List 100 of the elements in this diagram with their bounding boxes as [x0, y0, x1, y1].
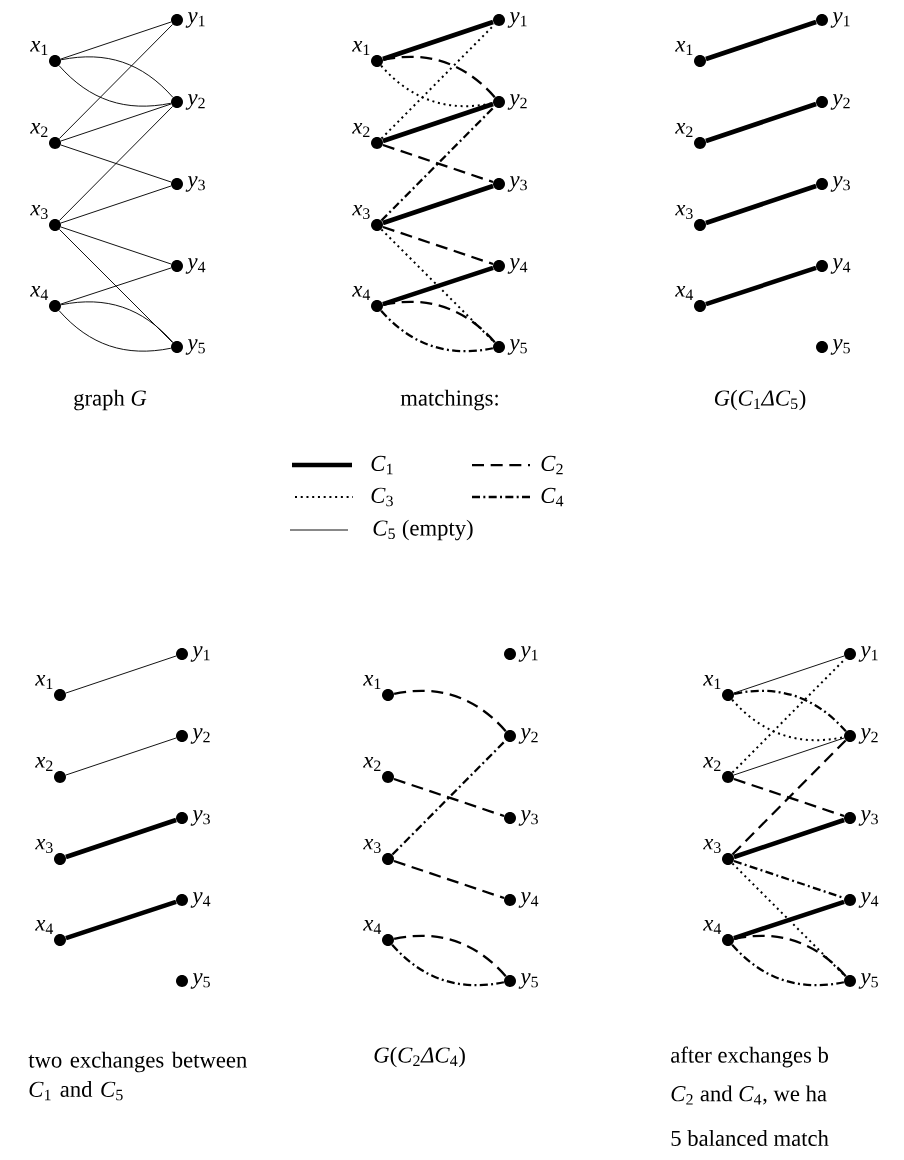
edge: [393, 777, 505, 818]
vertex: x$_{3}$: [30, 204, 61, 231]
node-label: y$_{3}$: [185, 176, 205, 192]
edge: [60, 267, 172, 305]
legend-label: C$_{1}$: [371, 455, 393, 475]
edge: [733, 859, 845, 900]
edge: [382, 300, 496, 344]
vertex: y$_{2}$: [176, 728, 210, 744]
vertex: y$_{4}$: [504, 892, 539, 908]
edge: [60, 185, 172, 224]
vertex: y$_{3}$: [176, 810, 210, 826]
edge: [731, 657, 847, 774]
node-label: y$_{2}$: [518, 728, 538, 744]
vertex: y$_{5}$: [176, 973, 210, 989]
caption: G(C$_{1}$ΔC$_{5}$): [714, 389, 806, 411]
vertex: y$_{5}$: [171, 339, 205, 355]
vertex: x$_{2}$: [352, 123, 383, 149]
vertex: y$_{5}$: [493, 339, 527, 355]
edge: [733, 777, 845, 818]
vertex: y$_{4}$: [171, 258, 206, 274]
node-label: y$_{3}$: [858, 810, 878, 826]
node-label: y$_{2}$: [858, 728, 878, 744]
node-label: y$_{5}$: [518, 973, 538, 989]
vertex: x$_{3}$: [703, 838, 734, 865]
caption: two exchanges between C$_{1}$ and C$_{5}$: [28, 1051, 247, 1101]
node-label: y$_{3}$: [830, 176, 850, 192]
node-label: x$_{1}$: [30, 41, 48, 55]
edge: [731, 739, 847, 856]
edge: [60, 21, 172, 60]
legend-label: C$_{3}$: [371, 487, 393, 507]
vertex: x$_{4}$: [352, 286, 383, 312]
node-label: x$_{3}$: [35, 838, 53, 853]
node-label: x$_{2}$: [35, 757, 53, 771]
edge: [705, 265, 817, 307]
node-label: x$_{3}$: [30, 204, 48, 219]
edge: [731, 943, 845, 987]
legend-label: C$_{4}$: [541, 487, 564, 507]
edge: [733, 899, 845, 941]
edge: [382, 19, 494, 62]
vertex: x$_{4}$: [675, 286, 706, 312]
vertex: x$_{1}$: [363, 675, 394, 701]
vertex: x$_{3}$: [352, 204, 383, 231]
node-label: y$_{5}$: [858, 973, 878, 989]
vertex: y$_{3}$: [171, 176, 205, 192]
edge: [731, 698, 845, 742]
node-label: y$_{2}$: [190, 728, 210, 744]
edge: [382, 101, 494, 144]
node-label: x$_{2}$: [675, 123, 693, 137]
node-label: y$_{1}$: [518, 646, 538, 662]
vertex: y$_{5}$: [504, 973, 538, 989]
edge: [60, 56, 174, 98]
node-label: x$_{3}$: [363, 838, 381, 853]
edge: [733, 934, 847, 978]
node-label: y$_{3}$: [507, 176, 527, 192]
node-label: y$_{1}$: [858, 646, 878, 662]
node-label: y$_{5}$: [190, 973, 210, 989]
vertex: x$_{4}$: [703, 920, 734, 946]
vertex: y$_{1}$: [176, 646, 210, 662]
vertex: y$_{2}$: [493, 94, 527, 110]
edge: [705, 19, 817, 62]
edge: [382, 225, 494, 266]
vertex: y$_{3}$: [844, 810, 878, 826]
vertex: y$_{2}$: [171, 94, 205, 110]
vertex: x$_{2}$: [363, 757, 394, 783]
edge: [58, 24, 174, 140]
edge: [733, 737, 845, 776]
vertex: y$_{2}$: [816, 94, 850, 110]
vertex: x$_{1}$: [703, 675, 734, 701]
edge: [58, 106, 174, 221]
vertex: y$_{4}$: [844, 892, 879, 908]
node-label: y$_{4}$: [185, 258, 206, 274]
vertex: x$_{1}$: [352, 41, 383, 67]
node-label: x$_{1}$: [35, 675, 53, 689]
node-label: y$_{1}$: [185, 12, 205, 28]
caption: graph G: [74, 389, 147, 411]
edge: [380, 23, 496, 140]
edge: [58, 310, 172, 352]
vertex: y$_{1}$: [493, 12, 527, 28]
vertex: y$_{2}$: [844, 728, 878, 744]
edge: [58, 65, 172, 107]
edge: [391, 943, 505, 987]
legend-label: C$_{5}$ (empty): [373, 519, 473, 541]
edge: [65, 817, 177, 860]
edge: [733, 817, 845, 860]
node-label: x$_{4}$: [363, 920, 382, 934]
node-label: y$_{4}$: [858, 892, 879, 908]
node-label: x$_{3}$: [352, 204, 370, 219]
vertex: y$_{3}$: [504, 810, 538, 826]
vertex: x$_{4}$: [30, 286, 61, 312]
node-label: x$_{4}$: [30, 286, 49, 300]
node-label: y$_{4}$: [507, 258, 528, 274]
vertex: y$_{1}$: [816, 12, 850, 28]
edge: [382, 143, 494, 184]
vertex: x$_{2}$: [703, 757, 734, 783]
node-label: y$_{3}$: [190, 810, 210, 826]
node-label: y$_{5}$: [507, 339, 527, 355]
node-label: x$_{1}$: [675, 41, 693, 55]
edge: [65, 655, 177, 694]
node-label: x$_{2}$: [352, 123, 370, 137]
vertex: y$_{5}$: [816, 339, 850, 355]
